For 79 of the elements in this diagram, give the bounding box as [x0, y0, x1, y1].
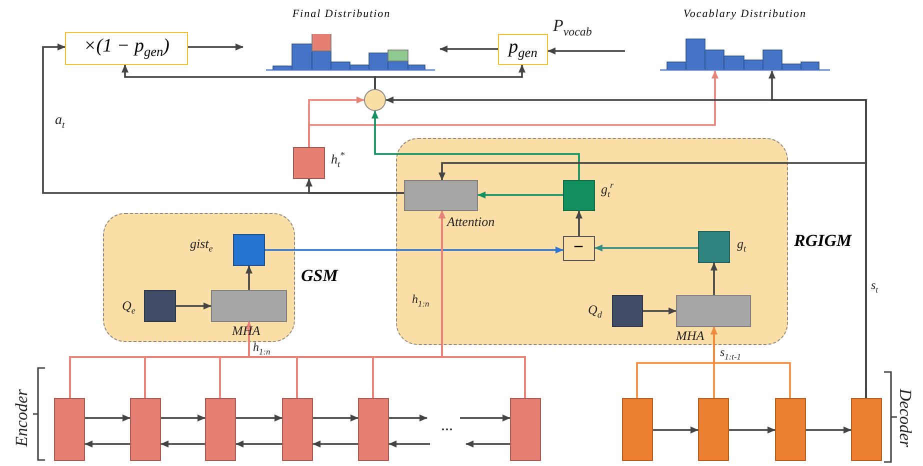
vector-label: gist$_{e}$: [190, 236, 213, 254]
rnn-cell: [205, 398, 236, 461]
arrow: [306, 178, 404, 194]
arrow: [312, 440, 358, 448]
rnn-cell: [698, 398, 729, 461]
arrow: [478, 192, 563, 198]
edge-label: a$_{t}$: [55, 113, 65, 131]
formula-box: [65, 32, 188, 65]
arrow: [188, 44, 244, 50]
module-title: GSM: [301, 266, 338, 286]
rnn-cell: [510, 398, 541, 461]
edge-label: h$_{1:n}$: [412, 292, 430, 308]
arrow: [388, 440, 430, 448]
vector-block: [562, 180, 594, 210]
arrow: [643, 308, 676, 314]
vector-label: MHA: [232, 323, 260, 339]
arrow: [710, 262, 718, 295]
formula-box: [498, 34, 548, 65]
arrow: [176, 302, 212, 310]
arrow: [438, 162, 867, 398]
arrow: [576, 210, 582, 236]
arrow: [160, 440, 205, 448]
arrow: [246, 266, 252, 290]
arrow: [308, 70, 718, 147]
vector-label: g$_{t}$: [737, 236, 746, 254]
vector-label: Q$_{d}$: [588, 302, 602, 320]
arrow: [389, 414, 428, 422]
rnn-cell: [54, 398, 85, 461]
arrow: [313, 414, 358, 422]
ellipsis: ...: [441, 417, 453, 435]
rnn-cell: [358, 398, 389, 461]
vector-label: MHA: [676, 328, 704, 344]
arrow: [236, 440, 282, 448]
vector-block: [612, 294, 642, 326]
group-label: Encoder: [12, 389, 32, 447]
arrow: [653, 426, 698, 434]
vector-block: [144, 290, 176, 322]
arrow: [236, 414, 282, 422]
operator-node: [562, 236, 594, 260]
arrow: [84, 440, 130, 448]
arrow: [372, 110, 580, 180]
arrow: [710, 326, 791, 398]
sum-circle: [364, 89, 386, 111]
vector-block: [676, 294, 750, 326]
arrow: [548, 48, 625, 54]
formula-text: ×(1 − p$_{gen}$): [82, 34, 170, 60]
vector-block: [232, 234, 264, 266]
arrow: [438, 210, 526, 398]
edge-label: s$_{t}$: [871, 278, 878, 294]
edge-label: P$_{vocab}$: [553, 16, 592, 40]
arrow: [440, 46, 498, 52]
edge-label: h$_{1:n}$: [253, 340, 270, 356]
arrow: [161, 414, 206, 422]
rnn-cell: [282, 398, 313, 461]
arrow: [460, 414, 510, 422]
module-title: RGIGM: [794, 231, 852, 251]
arrow: [466, 440, 510, 448]
rnn-cell: [851, 398, 882, 461]
formula-text: p$_{gen}$: [506, 36, 538, 61]
rnn-cell: [622, 398, 653, 461]
vector-block: [404, 180, 478, 210]
vector-label: Attention: [447, 214, 495, 230]
arrow: [374, 64, 526, 89]
rnn-cell: [775, 398, 806, 461]
operator-symbol: −: [572, 236, 585, 258]
arrow: [806, 426, 852, 434]
chart-title: Final Distribution: [291, 8, 392, 20]
vector-block: [210, 290, 286, 322]
arrow: [265, 246, 564, 254]
arrow: [594, 244, 698, 252]
vector-block: [293, 147, 325, 179]
chart-title: Vocablary Distribution: [682, 8, 808, 20]
arrow: [85, 414, 130, 422]
arrow: [729, 426, 776, 434]
rnn-cell: [130, 398, 161, 461]
group-label: Decoder: [895, 388, 915, 448]
vector-label: Q$_{e}$: [122, 298, 136, 316]
vector-block: [698, 230, 730, 262]
edge-label: s$_{1:t-1}$: [720, 345, 741, 362]
